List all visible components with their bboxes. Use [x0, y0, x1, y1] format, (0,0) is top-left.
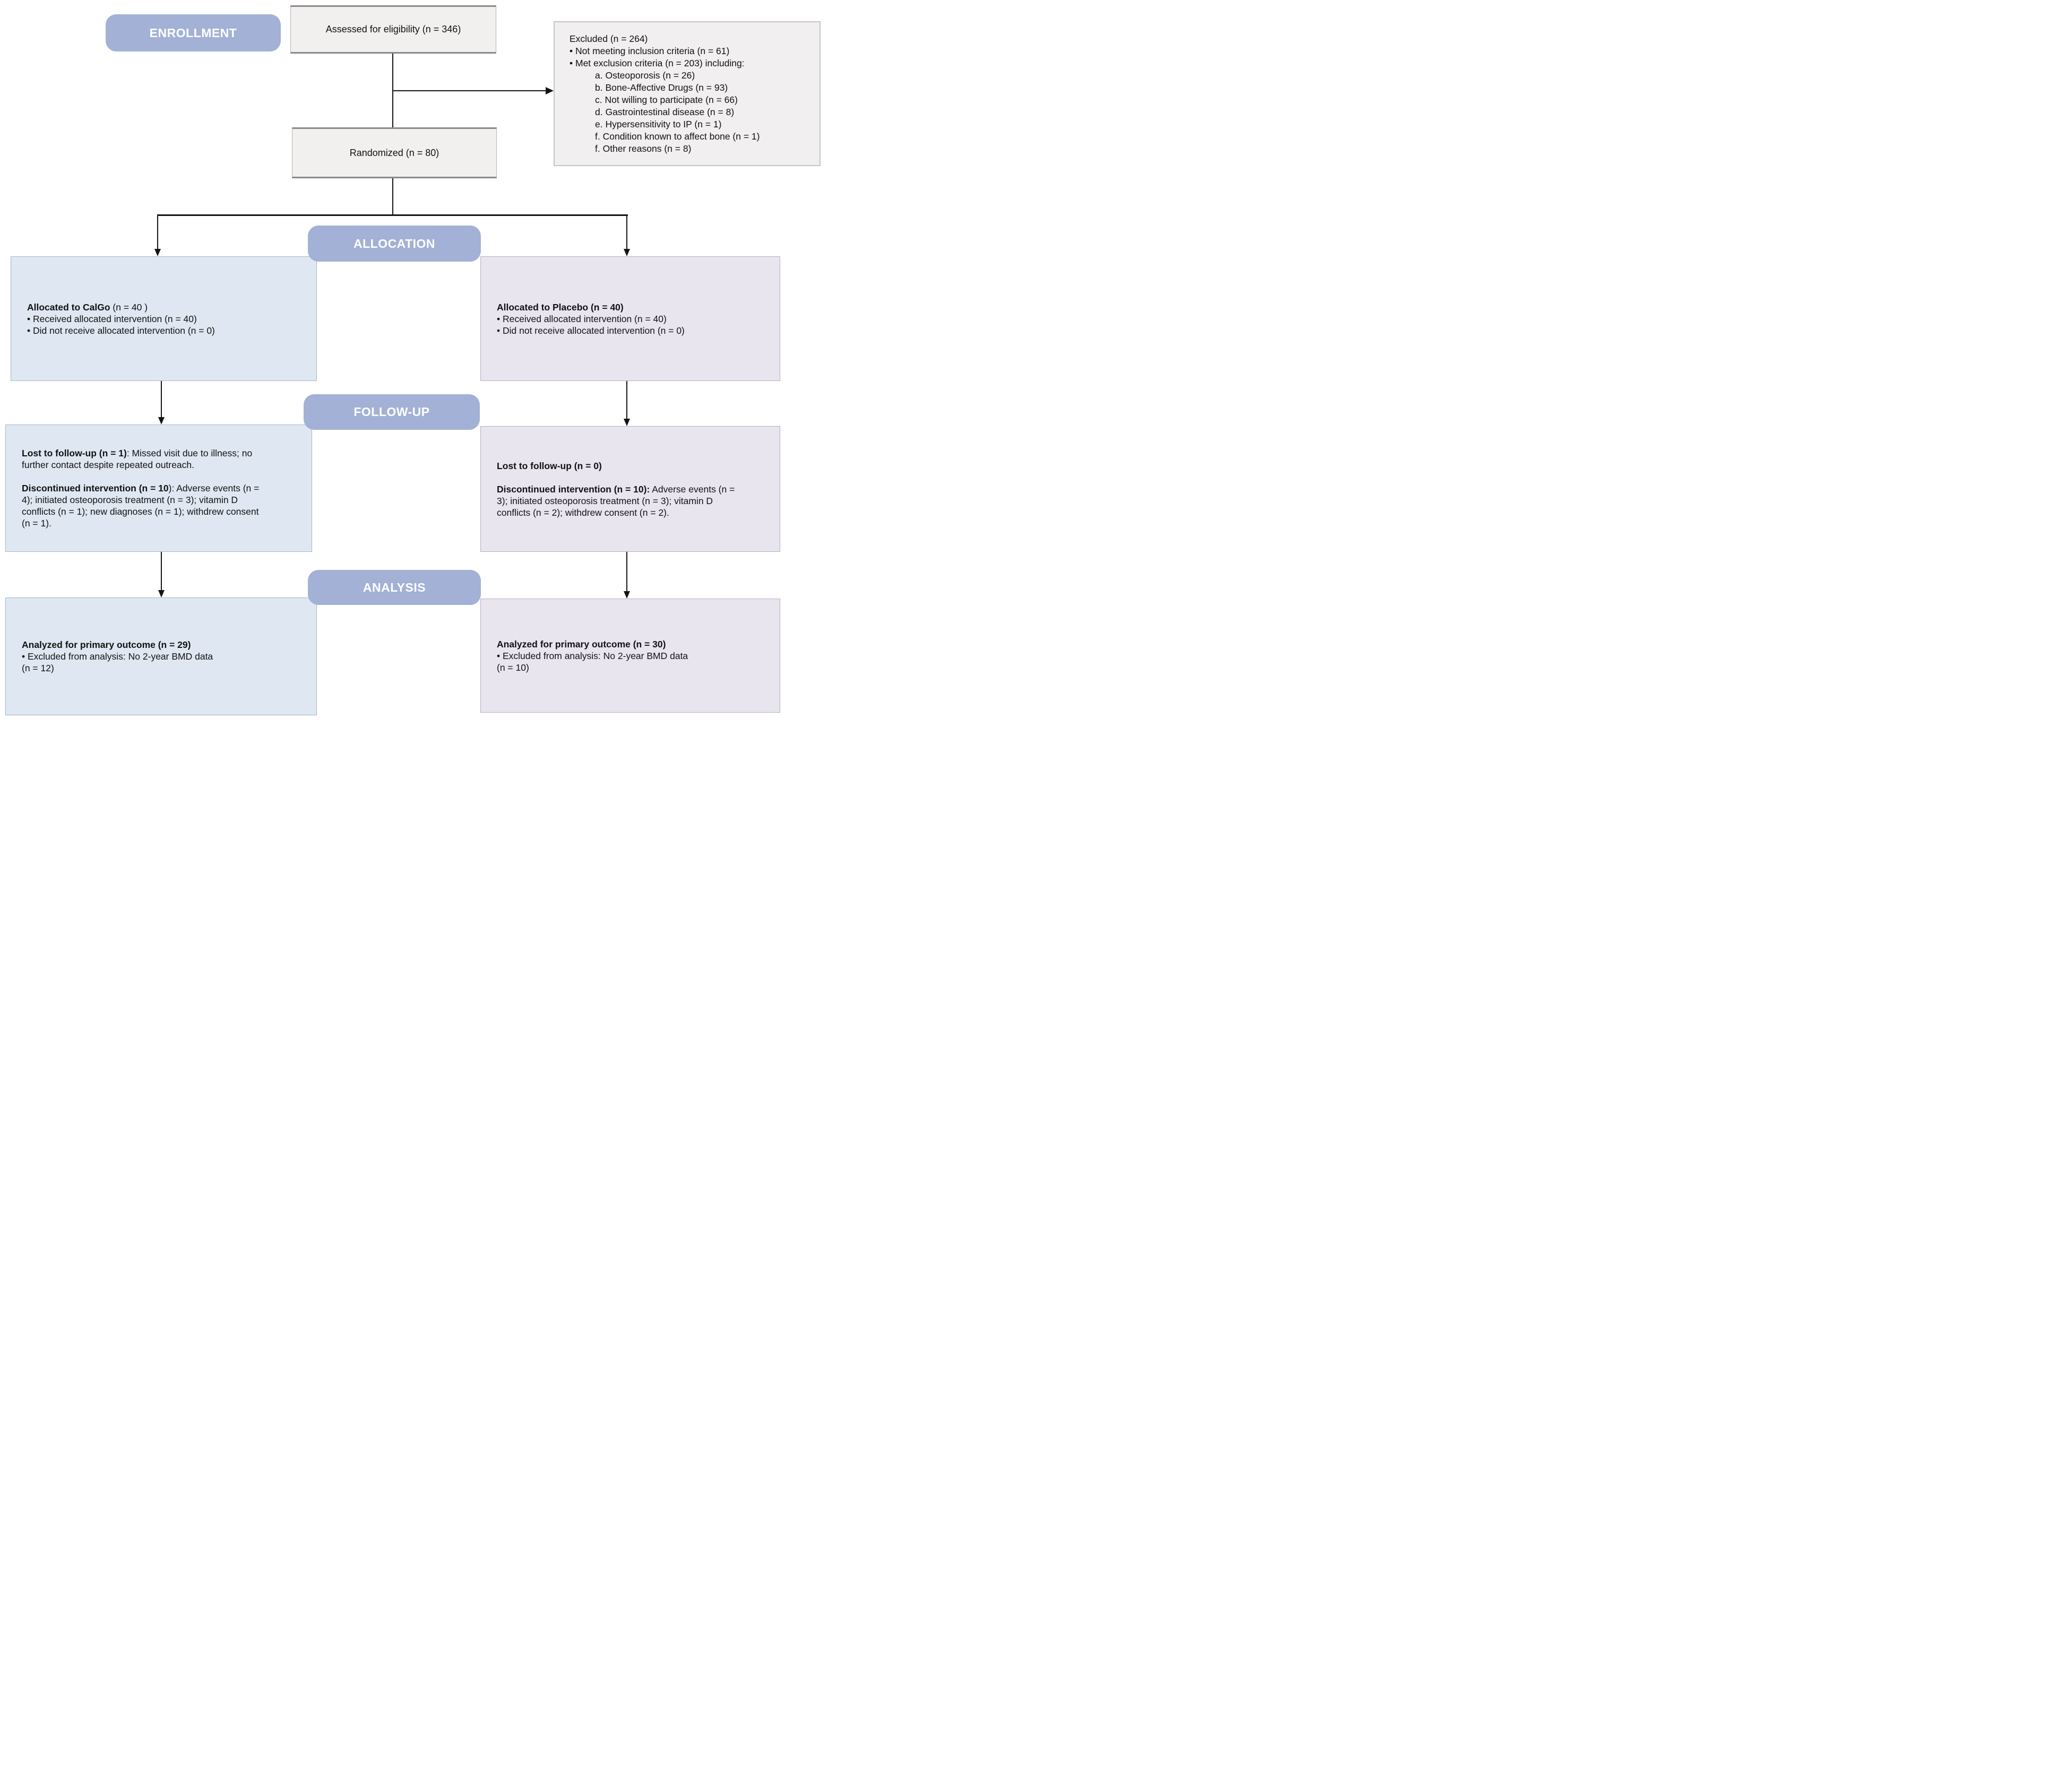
analysis-placebo-title-bold: Analyzed for primary outcome (n = 30)	[497, 638, 666, 650]
analysis-placebo-bullet-n: (n = 10)	[497, 662, 529, 673]
arrowhead-followup-left	[158, 417, 165, 425]
excluded-box: Excluded (n = 264) • Not meeting inclusi…	[554, 21, 821, 166]
followup-placebo-disc-rest: Adverse events (n = 3); initiated osteop…	[497, 483, 735, 518]
arrowhead-allocation-right	[624, 249, 630, 256]
allocation-placebo-box: Allocated to Placebo (n = 40) • Received…	[480, 256, 780, 381]
analysis-calgo-box: Analyzed for primary outcome (n = 29) • …	[5, 598, 317, 715]
followup-placebo-lost-bold: Lost to follow-up (n = 0)	[497, 460, 602, 471]
followup-calgo-discontinued: Discontinued intervention (n = 10): Adve…	[22, 482, 264, 529]
allocation-calgo-title-bold: Allocated to CalGo	[27, 301, 110, 313]
followup-calgo-lost-bold: Lost to follow-up (n = 1)	[22, 448, 127, 458]
followup-placebo-box: Lost to follow-up (n = 0) Discontinued i…	[480, 426, 780, 552]
connector-followup-to-analysis-right	[626, 552, 627, 591]
excluded-sub-item: b. Bone-Affective Drugs (n = 93)	[595, 82, 728, 93]
excluded-sub-item: a. Osteoporosis (n = 26)	[595, 70, 695, 81]
analysis-placebo-bullet: • Excluded from analysis: No 2-year BMD …	[497, 650, 688, 661]
connector-split-right	[626, 214, 627, 249]
followup-placebo-discontinued: Discontinued intervention (n = 10): Adve…	[497, 483, 739, 518]
connector-split-horizontal	[157, 214, 628, 216]
connector-followup-to-analysis-left	[161, 552, 162, 590]
followup-banner: FOLLOW-UP	[304, 394, 480, 430]
arrowhead-analysis-left	[158, 590, 165, 598]
excluded-bullet: • Met exclusion criteria (n = 203) inclu…	[570, 57, 745, 68]
excluded-sub-item: e. Hypersensitivity to IP (n = 1)	[595, 118, 722, 129]
connector-to-excluded	[393, 90, 546, 91]
connector-split-left	[157, 214, 158, 249]
followup-calgo-lost: Lost to follow-up (n = 1): Missed visit …	[22, 447, 264, 471]
analysis-banner: ANALYSIS	[308, 570, 481, 605]
enrollment-banner-label: ENROLLMENT	[149, 25, 237, 40]
connector-alloc-to-followup-right	[626, 381, 627, 419]
allocation-calgo-title-rest: (n = 40 )	[110, 301, 148, 313]
followup-calgo-lost-rest: : Missed visit due to illness; no furthe…	[22, 448, 253, 470]
analysis-placebo-title: Analyzed for primary outcome (n = 30)	[497, 638, 739, 650]
followup-calgo-disc-rest: ): Adverse events (n = 4); initiated ost…	[22, 483, 260, 529]
allocation-calgo-bullet: • Received allocated intervention (n = 4…	[27, 313, 197, 324]
connector-randomized-to-split	[392, 178, 393, 215]
followup-placebo-disc-bold: Discontinued intervention (n = 10):	[497, 483, 650, 495]
arrowhead-excluded	[546, 87, 554, 94]
analysis-placebo-box: Analyzed for primary outcome (n = 30) • …	[480, 599, 780, 713]
excluded-title: Excluded (n = 264)	[570, 33, 648, 44]
followup-placebo-lost: Lost to follow-up (n = 0)	[497, 460, 739, 472]
assessed-box: Assessed for eligibility (n = 346)	[290, 5, 496, 54]
assessed-text: Assessed for eligibility (n = 346)	[325, 24, 461, 34]
followup-calgo-box: Lost to follow-up (n = 1): Missed visit …	[5, 425, 312, 552]
analysis-calgo-title: Analyzed for primary outcome (n = 29)	[22, 639, 264, 651]
analysis-calgo-bullet: • Excluded from analysis: No 2-year BMD …	[22, 651, 213, 662]
arrowhead-analysis-right	[624, 591, 630, 599]
consort-flow-diagram: ENROLLMENT ALLOCATION FOLLOW-UP ANALYSIS…	[0, 0, 821, 717]
allocation-banner-label: ALLOCATION	[353, 236, 436, 250]
allocation-banner: ALLOCATION	[308, 226, 481, 262]
analysis-calgo-title-bold: Analyzed for primary outcome (n = 29)	[22, 639, 191, 650]
arrowhead-followup-right	[624, 419, 630, 426]
allocation-calgo-box: Allocated to CalGo (n = 40 ) • Received …	[11, 256, 317, 381]
randomized-box: Randomized (n = 80)	[292, 127, 497, 178]
followup-banner-label: FOLLOW-UP	[353, 405, 430, 419]
allocation-calgo-bullet: • Did not receive allocated intervention…	[27, 325, 215, 336]
allocation-placebo-title: Allocated to Placebo (n = 40)	[497, 301, 739, 313]
excluded-sub-item: f. Condition known to affect bone (n = 1…	[595, 131, 760, 142]
excluded-sub-item: d. Gastrointestinal disease (n = 8)	[595, 106, 735, 117]
allocation-placebo-bullet: • Received allocated intervention (n = 4…	[497, 313, 667, 324]
followup-calgo-disc-bold: Discontinued intervention (n = 10	[22, 483, 169, 494]
allocation-placebo-title-bold: Allocated to Placebo (n = 40)	[497, 301, 624, 313]
enrollment-banner: ENROLLMENT	[106, 14, 281, 51]
excluded-sub-item: f. Other reasons (n = 8)	[595, 143, 692, 154]
arrowhead-allocation-left	[154, 249, 161, 256]
allocation-placebo-bullet: • Did not receive allocated intervention…	[497, 325, 685, 336]
randomized-text: Randomized (n = 80)	[349, 147, 439, 158]
allocation-calgo-title: Allocated to CalGo (n = 40 )	[27, 301, 269, 313]
analysis-banner-label: ANALYSIS	[363, 580, 426, 594]
connector-alloc-to-followup-left	[161, 381, 162, 417]
excluded-bullet: • Not meeting inclusion criteria (n = 61…	[570, 45, 730, 56]
excluded-sub-item: c. Not willing to participate (n = 66)	[595, 94, 738, 105]
analysis-calgo-bullet-n: (n = 12)	[22, 663, 54, 673]
